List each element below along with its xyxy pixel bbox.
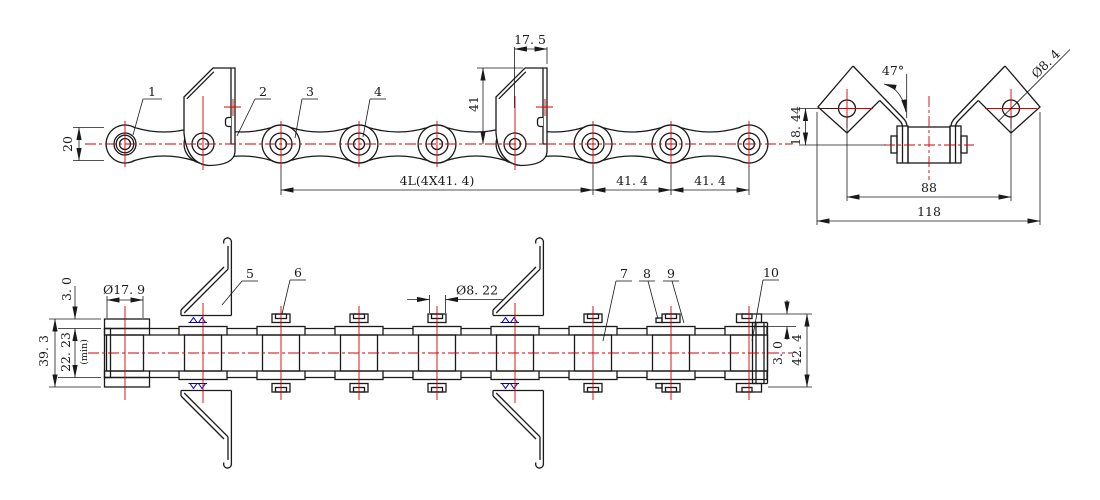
callout-8: 8	[643, 266, 651, 281]
dim-attachment-offset: 17. 5	[514, 32, 546, 47]
callout-9: 9	[667, 266, 675, 281]
dim-pitch-total: 4L(4X41. 4)	[400, 173, 475, 188]
dim-attachment-height: 41	[466, 96, 481, 112]
callout-1: 1	[148, 84, 156, 99]
callout-4: 4	[374, 84, 382, 99]
dim-span-overall: 118	[917, 204, 941, 219]
callout-3: 3	[306, 84, 314, 99]
side-view	[73, 46, 792, 195]
dim-roller-dia: Ø17. 9	[103, 282, 145, 297]
dim-plate-height: 20	[60, 136, 75, 152]
dim-plate-thickness-left: 3. 0	[59, 277, 74, 301]
dim-hole-dia: Ø8. 4	[1028, 46, 1063, 81]
dimension-labels: 1 2 3 4 20 17. 5 41 4L(4X41. 4) 41. 4 41…	[36, 32, 1063, 372]
dim-pitch-b: 41. 4	[694, 173, 726, 188]
callout-10: 10	[763, 265, 779, 280]
dim-pin-dia: Ø8. 22	[456, 283, 498, 298]
end-view	[799, 49, 1071, 225]
callout-2: 2	[259, 84, 267, 99]
callout-7: 7	[620, 266, 628, 281]
dim-pitch-a: 41. 4	[616, 173, 648, 188]
plan-view	[49, 237, 812, 469]
dim-span-holes: 88	[921, 180, 937, 195]
dim-width-overall: 39. 3	[36, 335, 51, 367]
dim-width-inner: 22. 23	[58, 332, 73, 372]
dim-pin-length: 42. 4	[789, 334, 804, 366]
dim-width-inner-note: (min)	[79, 339, 90, 365]
callout-5: 5	[246, 266, 254, 281]
dim-plate-thickness-right: 3. 0	[770, 341, 785, 365]
dim-hole-height: 18. 44	[788, 106, 803, 146]
dim-bend-angle: 47°	[882, 63, 904, 78]
callout-6: 6	[294, 265, 302, 280]
